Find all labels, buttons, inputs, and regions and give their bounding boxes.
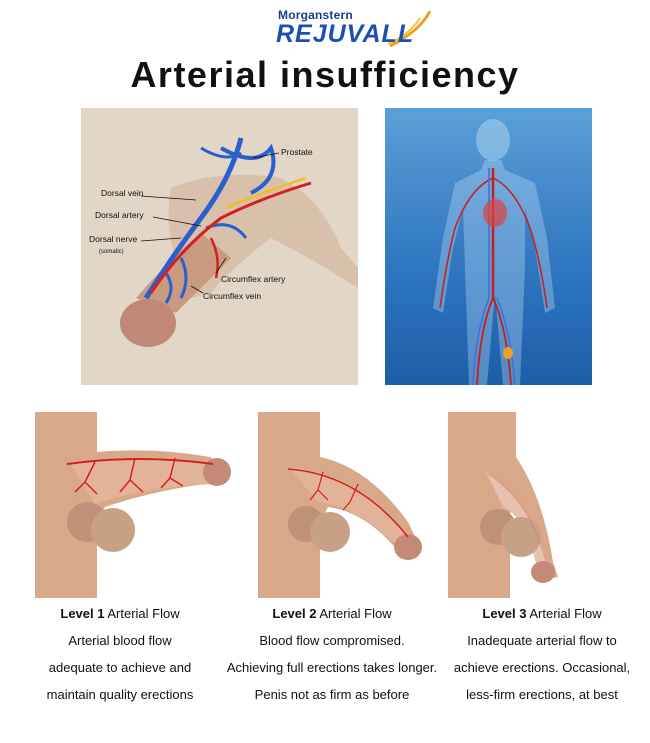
level-2-line-1: Blood flow compromised. <box>259 633 405 648</box>
level-2-flow: Arterial Flow <box>319 606 392 621</box>
label-somatic: (somatic) <box>99 249 124 255</box>
level-2-line-3: Penis not as firm as before <box>254 687 410 702</box>
level-1-flow: Arterial Flow <box>107 606 180 621</box>
body-circulation-illustration <box>385 108 592 385</box>
level-1-line-2: adequate to achieve and <box>48 660 192 675</box>
label-circumflex-vein: Circumflex vein <box>203 291 261 301</box>
level-2-illustration <box>258 412 430 598</box>
level-2-label: Level 2 <box>272 606 317 621</box>
label-dorsal-vein: Dorsal vein <box>101 188 144 198</box>
level-1-line-3: maintain quality erections <box>46 687 194 702</box>
logo-swoosh-icon <box>387 10 432 48</box>
label-dorsal-artery: Dorsal artery <box>95 210 144 220</box>
level-3-line-2: achieve erections. Occasional, <box>453 660 631 675</box>
anatomy-illustration: Prostate Dorsal vein Dorsal artery Dorsa… <box>81 108 358 385</box>
level-1-illustration <box>35 412 240 598</box>
label-circumflex-artery: Circumflex artery <box>221 274 286 284</box>
brand-main-text: REJUVALL <box>276 20 415 48</box>
level-2-line-2: Achieving full erections takes longer. <box>226 660 438 675</box>
level-3-flow: Arterial Flow <box>529 606 602 621</box>
level-3-line-3: less-firm erections, at best <box>466 687 618 702</box>
level-3-caption: Level 3 Arterial Flow Inadequate arteria… <box>444 600 640 708</box>
page-title: Arterial insufficiency <box>130 54 520 95</box>
label-prostate: Prostate <box>281 147 313 157</box>
level-3-illustration <box>448 412 568 598</box>
level-1-caption: Level 1 Arterial Flow Arterial blood flo… <box>20 600 220 708</box>
level-1-label: Level 1 <box>60 606 105 621</box>
brand-logo: Morganstern REJUVALL <box>270 6 440 48</box>
level-3-label: Level 3 <box>482 606 527 621</box>
level-3-line-1: Inadequate arterial flow to <box>467 633 617 648</box>
level-2-caption: Level 2 Arterial Flow Blood flow comprom… <box>218 600 446 708</box>
brand-top-text: Morganstern <box>278 8 353 22</box>
level-1-line-1: Arterial blood flow <box>68 633 172 648</box>
label-dorsal-nerve: Dorsal nerve <box>89 234 137 244</box>
